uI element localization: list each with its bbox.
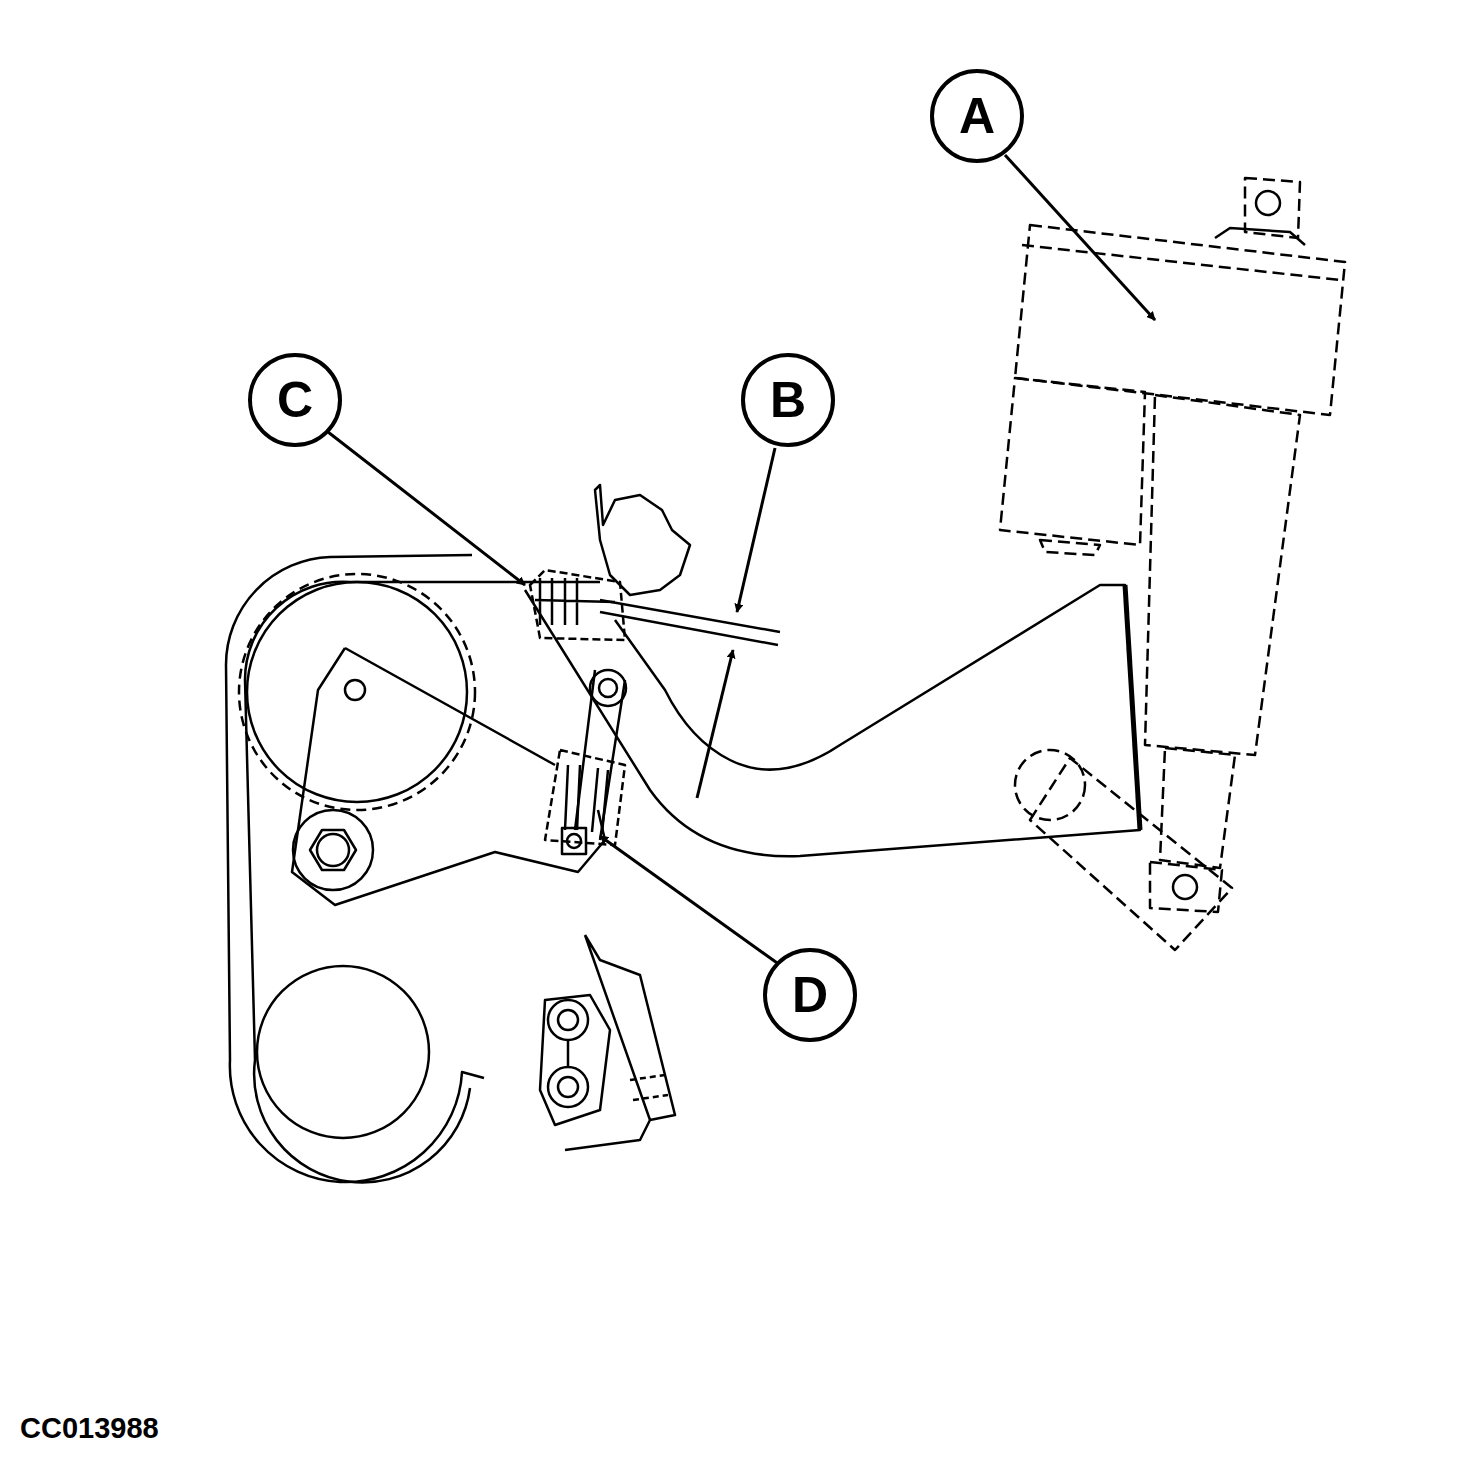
callout-letter: D [763, 948, 857, 1042]
bolt [293, 810, 373, 890]
figure-id: CC013988 [20, 1412, 159, 1445]
dimension-arrow [697, 650, 733, 798]
bolt-center [317, 834, 349, 866]
leader-line [737, 448, 775, 612]
spring [530, 570, 625, 640]
guide [565, 935, 675, 1150]
callout-letter: B [741, 353, 835, 447]
leader-line [600, 836, 780, 965]
belt-inner [245, 582, 600, 1183]
pulley [247, 582, 467, 802]
bolt-head [310, 830, 356, 870]
torn-section [595, 485, 690, 595]
pulley [257, 966, 429, 1138]
idler-arm [292, 648, 605, 905]
actuator [1000, 178, 1345, 950]
leader-line [328, 432, 525, 585]
link [575, 670, 625, 840]
rod [600, 600, 780, 645]
nut [562, 828, 586, 854]
pulley-outline [239, 574, 475, 810]
leader-line [1005, 155, 1155, 320]
spring-coils [565, 765, 608, 834]
mount-plate [540, 995, 610, 1125]
bolt [590, 670, 626, 706]
pin-hole [1173, 875, 1197, 899]
actuator-fitting [1215, 228, 1305, 245]
bracket [525, 585, 1140, 856]
callout-letter: A [930, 69, 1024, 163]
pin-hole [1256, 191, 1280, 215]
bolt-center [599, 679, 617, 697]
callout-letter: C [248, 353, 342, 447]
hole [345, 680, 365, 700]
